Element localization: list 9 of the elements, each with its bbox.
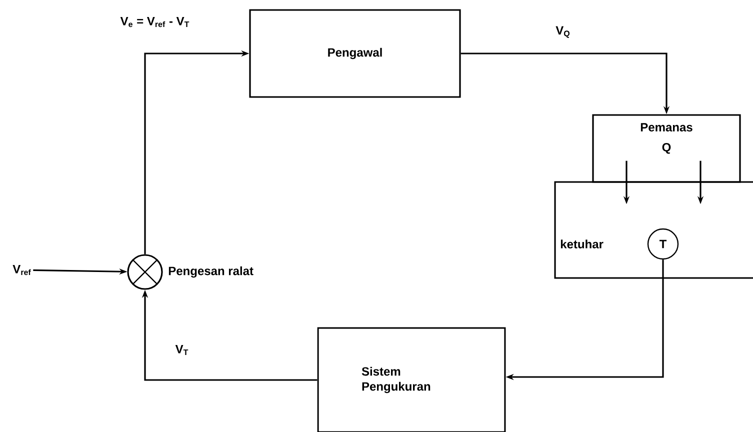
input-label: V$_{ref}$ bbox=[12, 264, 31, 276]
heater-box: Pemanas Q bbox=[592, 114, 741, 183]
process-box: Sistem Pengukuran bbox=[317, 327, 506, 432]
edge-label: V$_{T}$ bbox=[174, 344, 190, 356]
process-box: Pengawal bbox=[249, 9, 461, 98]
edge-label: V$_{e}$ = V$_{ref}$ - V$_{T}$ bbox=[119, 16, 191, 28]
summing-junction bbox=[127, 254, 163, 290]
edge-label: V$_{Q}$ bbox=[554, 25, 572, 39]
node-caption: Pengesan ralat bbox=[168, 266, 254, 278]
